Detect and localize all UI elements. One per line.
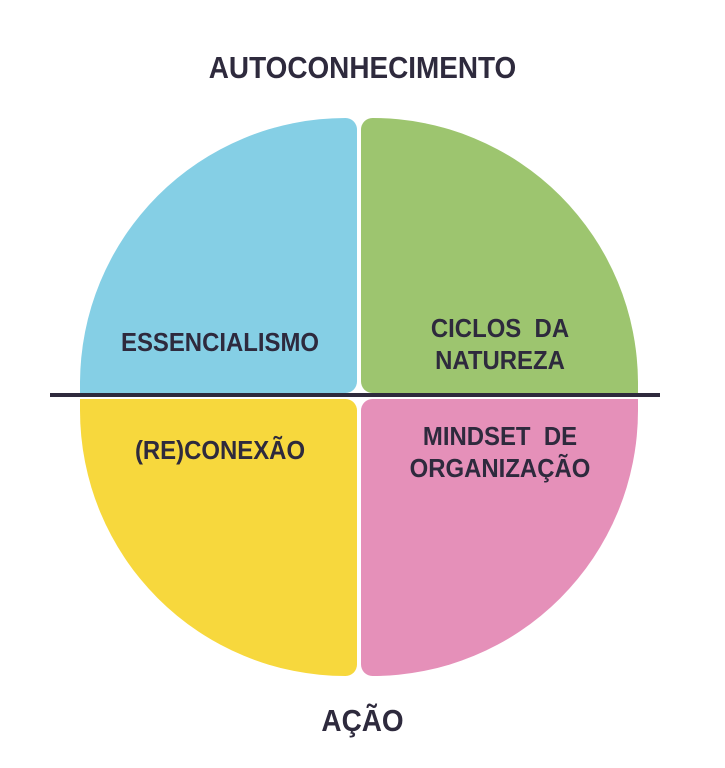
horizontal-divider bbox=[50, 393, 660, 397]
quadrant-label-mindset-de-organizacao: MINDSET DE ORGANIZAÇÃO bbox=[409, 421, 591, 483]
bottom-axis-label: AÇÃO bbox=[321, 703, 404, 738]
top-axis-label: AUTOCONHECIMENTO bbox=[208, 50, 517, 85]
quadrant-label-essencialismo: ESSENCIALISMO bbox=[120, 327, 320, 357]
quadrant-label-reconexao: (RE)CONEXÃO bbox=[134, 435, 306, 465]
quadrant-label-ciclos-da-natureza: CICLOS DA NATUREZA bbox=[430, 313, 570, 375]
